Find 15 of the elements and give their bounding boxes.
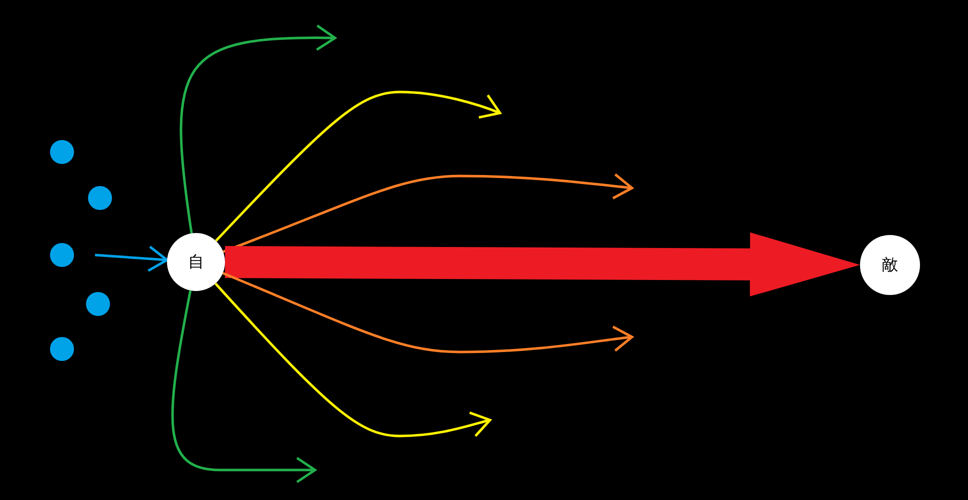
arrow bbox=[180, 24, 336, 234]
arrow bbox=[171, 290, 316, 484]
arrow bbox=[214, 282, 492, 438]
arrow bbox=[222, 173, 634, 253]
arrow bbox=[222, 272, 634, 354]
arrow bbox=[224, 232, 860, 296]
dot bbox=[50, 243, 74, 267]
dot bbox=[86, 292, 110, 316]
arrow bbox=[94, 246, 168, 272]
arrow bbox=[215, 90, 502, 242]
circle-node: 自 bbox=[167, 233, 225, 291]
circle-node: 敵 bbox=[860, 235, 920, 295]
dot bbox=[88, 186, 112, 210]
dot bbox=[50, 337, 74, 361]
dot bbox=[50, 140, 74, 164]
